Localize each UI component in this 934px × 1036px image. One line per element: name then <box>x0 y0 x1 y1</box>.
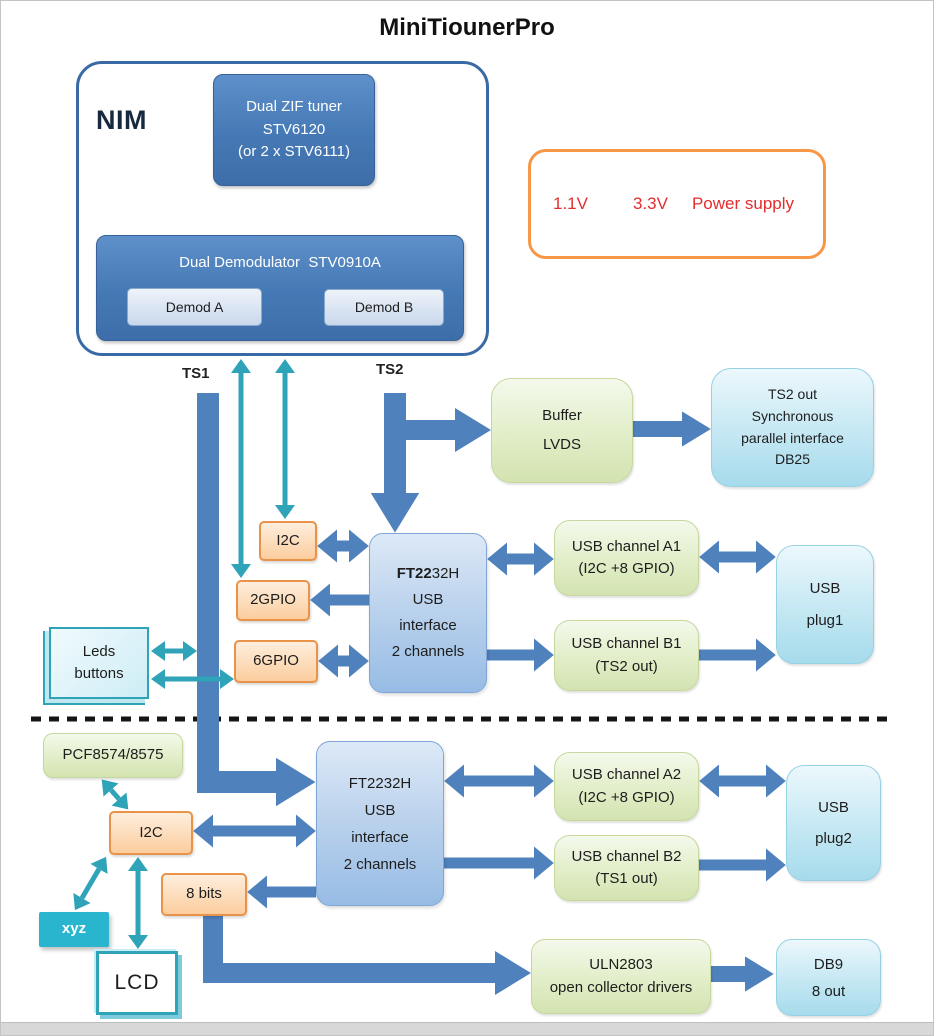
diagram-title: MiniTiounerPro <box>379 14 555 41</box>
plug1-line2: plug1 <box>806 611 844 629</box>
demod-b-block: Demod B <box>324 289 444 326</box>
plug2-line2: plug2 <box>815 830 852 847</box>
ft2232h-block-2: FT2232H USB interface 2 channels <box>316 741 444 906</box>
tuner-line3: (or 2 x STV6111) <box>238 143 350 161</box>
demod-a-block: Demod A <box>127 288 262 326</box>
xyz-block: xyz <box>39 912 109 947</box>
db9-line2: 8 out <box>811 982 846 1000</box>
tuner-line1: Dual ZIF tuner <box>246 98 342 116</box>
uln2803-block: ULN2803 open collector drivers <box>531 939 711 1014</box>
usb-plug1-block: USB plug1 <box>776 545 874 664</box>
leds-line1: Leds <box>82 642 116 660</box>
power-supply-box: 1.1V 3.3V Power supply <box>528 149 826 259</box>
teal-arrows <box>73 359 295 949</box>
ft1-line4: 2 channels <box>391 643 465 661</box>
nim-label: NIM <box>96 105 147 135</box>
ts2out-line2: Synchronous <box>751 407 834 424</box>
ts2out-line3: parallel interface <box>741 429 844 446</box>
ft2-line4: 2 channels <box>343 855 417 873</box>
usb-plug2-block: USB plug2 <box>786 765 881 881</box>
power-rail-1v1: 1.1V <box>553 194 588 213</box>
ts2-out-db25-block: TS2 out Synchronous parallel interface D… <box>711 368 874 487</box>
ft1-name-bold: FT22 <box>396 564 432 582</box>
uln-line1: ULN2803 <box>589 956 653 973</box>
ft2-line2: USB <box>364 801 396 819</box>
i2c-block-bottom: I2C <box>109 811 193 855</box>
leds-line2: buttons <box>74 665 124 682</box>
usbb1-line2: (TS2 out) <box>595 657 658 675</box>
dual-demodulator-block: Dual Demodulator STV0910A Demod A Demod … <box>96 235 464 341</box>
ts1-label: TS1 <box>182 365 210 382</box>
db9-line1: DB9 <box>813 955 844 973</box>
usba1-line2: (I2C +8 GPIO) <box>578 560 675 577</box>
lcd-block: LCD <box>96 951 178 1015</box>
ft1-line2: USB <box>412 590 444 608</box>
usba2-line1: USB channel A2 <box>571 766 682 783</box>
usb-channel-b2-block: USB channel B2 (TS1 out) <box>554 835 699 901</box>
buffer-line2: LVDS <box>542 435 582 453</box>
db9-block: DB9 8 out <box>776 939 881 1016</box>
8bits-block: 8 bits <box>161 873 247 916</box>
i2c2-xyz-arrow <box>73 856 108 911</box>
power-supply-label: Power supply <box>691 194 795 213</box>
i2c-block-top: I2C <box>259 521 317 561</box>
window-bottom-strip <box>1 1022 933 1035</box>
power-rail-3v3: 3.3V <box>632 194 668 213</box>
8bits-to-uln-arrow <box>203 916 531 995</box>
usb-channel-b1-block: USB channel B1 (TS2 out) <box>554 620 699 691</box>
ft1-name-rest: 32H <box>431 564 460 582</box>
pcf8574-block: PCF8574/8575 <box>43 733 183 778</box>
pcf-i2c2-arrow <box>101 779 129 810</box>
buffer-line1: Buffer <box>542 407 582 424</box>
tuner-line2: STV6120 <box>262 120 326 138</box>
usbb1-line1: USB channel B1 <box>571 635 682 652</box>
leds-buttons-block: Leds buttons <box>49 627 149 699</box>
ts2out-line4: DB25 <box>774 451 811 468</box>
ft2-line3: interface <box>351 828 409 846</box>
usba2-line2: (I2C +8 GPIO) <box>578 788 675 806</box>
plug1-line1: USB <box>809 580 841 597</box>
plug2-line1: USB <box>818 798 849 816</box>
ft2-line1: FT2232H <box>348 774 412 792</box>
uln-line2: open collector drivers <box>549 978 693 996</box>
6gpio-block: 6GPIO <box>234 640 318 683</box>
usba1-line1: USB channel A1 <box>571 537 682 555</box>
ts2-label: TS2 <box>376 361 404 378</box>
2gpio-block: 2GPIO <box>236 580 310 621</box>
ts1-bus-arrow <box>197 393 316 807</box>
ft1-line3: interface <box>399 617 457 634</box>
demodulator-title: Dual Demodulator STV0910A <box>179 254 381 271</box>
blue-arrows <box>193 529 786 909</box>
buffer-lvds-block: Buffer LVDS <box>491 378 633 483</box>
dual-zif-tuner-block: Dual ZIF tuner STV6120 (or 2 x STV6111) <box>213 74 375 186</box>
ft2232h-block-1: FT2232H USB interface 2 channels <box>369 533 487 693</box>
ft1-name: FT2232H <box>397 561 460 587</box>
usb-channel-a2-block: USB channel A2 (I2C +8 GPIO) <box>554 752 699 821</box>
usb-channel-a1-block: USB channel A1 (I2C +8 GPIO) <box>554 520 699 596</box>
usbb2-line2: (TS1 out) <box>595 870 658 887</box>
ts2out-line1: TS2 out <box>767 386 818 403</box>
usbb2-line1: USB channel B2 <box>571 847 682 865</box>
bus-arrows <box>197 393 774 995</box>
